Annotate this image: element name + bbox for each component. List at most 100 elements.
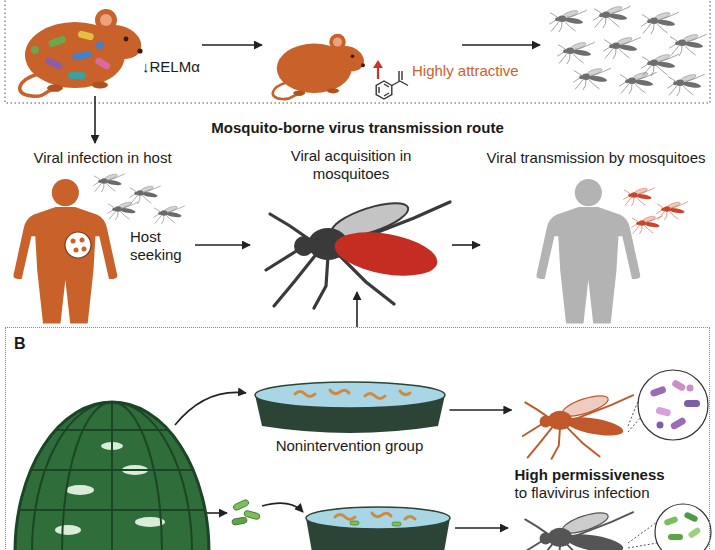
node-label: B [14, 334, 26, 353]
chemical-structure [384, 93, 389, 96]
mosquito-icon [624, 187, 655, 206]
greenhouse [55, 525, 81, 535]
virus-zoom [80, 238, 85, 243]
larvae-dish [295, 390, 410, 399]
larvae-dish [372, 513, 391, 517]
microbiota [77, 30, 94, 41]
microbiota-zoom [687, 385, 694, 392]
bacteria [232, 517, 248, 526]
microbiota [31, 30, 111, 79]
microbiota [68, 72, 86, 79]
human-figure [13, 179, 117, 324]
mosquito-swarm [594, 5, 631, 27]
larvae-dish [400, 391, 410, 395]
mosquito-icon [154, 205, 185, 224]
microbiota-zoom [663, 516, 678, 526]
mosquito-swarm [550, 5, 707, 95]
dish-group: Nonintervention group [250, 380, 450, 458]
microbiota-zoom [683, 511, 698, 522]
larvae-dish [255, 382, 445, 433]
flow-arrow [455, 527, 508, 529]
chemical-structure [401, 71, 402, 80]
microbiota-zoom [670, 416, 687, 430]
node-label: High permissiveness [515, 466, 665, 484]
microbiota-zoom [638, 370, 708, 440]
larvae-dish [405, 517, 415, 520]
chemical-structure [400, 81, 408, 86]
node-label: Viral infection in host [33, 149, 171, 167]
greenhouse [112, 402, 192, 550]
mosquito-icon [94, 173, 185, 224]
mosquito-icon [130, 185, 161, 204]
mosquito-swarm [574, 67, 611, 89]
greenhouse [111, 402, 113, 550]
stage-box: Viral acquisition in mosquitoes [250, 143, 452, 292]
bacteria [232, 499, 249, 511]
larvae-dish [335, 515, 355, 520]
mosquito-icon [94, 173, 125, 192]
chemical-structure [376, 81, 392, 99]
mosquito-swarm [558, 41, 595, 63]
chemical-structure [378, 87, 379, 93]
increase-arrow [377, 67, 379, 79]
zoom-leader [628, 417, 641, 432]
mosquito-swarm [670, 33, 707, 55]
bacteria [232, 499, 261, 525]
greenhouse [66, 485, 94, 495]
microbiota [31, 46, 39, 54]
larvae-dish [330, 390, 349, 394]
increase-arrow [373, 60, 383, 68]
microbiota-zoom [668, 534, 683, 540]
human-figure [536, 179, 640, 324]
blood-abdomen [331, 225, 440, 282]
increase-arrow [373, 60, 383, 79]
arrow-connector [452, 244, 480, 246]
arrow-connector [356, 292, 358, 327]
mosquito-icon [108, 201, 139, 220]
mouse-figure [273, 34, 368, 99]
microbiota [44, 56, 63, 70]
mosquito-swarm [668, 73, 705, 95]
microbiota [48, 35, 67, 48]
mosquito-swarm [550, 9, 587, 31]
larvae-dish [365, 394, 385, 399]
microbiota-zoom [687, 527, 701, 539]
greenhouse [15, 402, 209, 550]
microbiota [96, 41, 104, 49]
mosquito-figure [266, 196, 450, 308]
microbiota-zoom [655, 504, 711, 550]
larvae-dish [295, 392, 315, 397]
mouse-figure [20, 9, 147, 96]
chemical-structure [398, 71, 399, 81]
mosquito-group: High permissivenessto flavivirus infecti… [512, 362, 710, 507]
node-label: ↓RELMα [142, 58, 200, 76]
zoom-leader [628, 522, 657, 548]
greenhouse [56, 429, 168, 431]
annotation-label: Host seeking [130, 228, 194, 264]
larvae-dish [392, 522, 401, 526]
flow-arrow [262, 503, 303, 512]
flow-arrow [175, 392, 246, 425]
title-holder: Mosquito-borne virus transmission route [0, 119, 715, 137]
mosquito-icon [624, 187, 688, 234]
larvae-dish [306, 507, 450, 550]
greenhouse [31, 469, 193, 471]
arrow-connector [195, 244, 250, 246]
stage-box: Viral transmission by mosquitoes [480, 143, 712, 292]
larvae-dish [335, 513, 415, 520]
greenhouse [32, 402, 112, 550]
virus-zoom [71, 239, 76, 244]
zoom-leader [628, 543, 657, 548]
virus-zoom [65, 232, 91, 258]
flow-arrow [462, 44, 540, 46]
chemical-structure [384, 84, 389, 87]
diagram-title: Mosquito-borne virus transmission route [211, 119, 504, 137]
node-label: Nonintervention group [276, 437, 424, 455]
larvae-dish [255, 382, 445, 408]
microbiota-zoom [655, 504, 711, 550]
microbiota [94, 56, 111, 70]
flow-arrow [207, 512, 227, 514]
microbiota-zoom [657, 422, 664, 429]
mouse-panel: ↓RELMα [10, 4, 202, 96]
mosquito-figure [523, 509, 633, 550]
